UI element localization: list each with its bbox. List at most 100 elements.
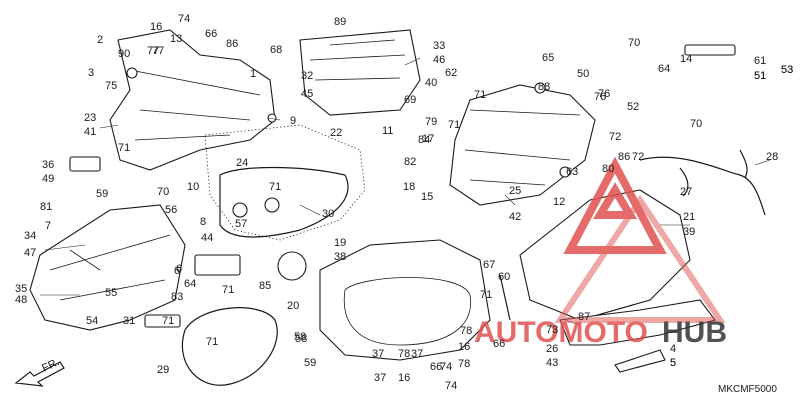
part-callout-78: 12: [553, 196, 565, 208]
gasket-ring: [181, 307, 278, 386]
part-callout-89: 4: [670, 343, 676, 355]
part-callout-23: 24: [236, 157, 248, 169]
part-callout-25: 41: [84, 126, 96, 138]
part-callout-11: 68: [270, 44, 282, 56]
part-callout-75: 42: [509, 211, 521, 223]
part-callout-93: 78: [460, 325, 472, 337]
part-callout-44: 59: [96, 188, 108, 200]
gasket: [277, 251, 307, 281]
part-callout-111: 71: [480, 289, 492, 301]
part-callout-113: 71: [162, 315, 174, 327]
part-callout-97: 16: [458, 341, 470, 353]
part-callout-112: 71: [448, 119, 460, 131]
watermark-logo: AUTOMOTO HUB: [474, 156, 727, 349]
diagram-code: MKCMF5000: [718, 384, 777, 395]
part-callout-41: 36: [42, 159, 54, 171]
part-callout-86: 26: [546, 343, 558, 355]
part-callout-88: 87: [578, 311, 590, 323]
part-callout-98: 6: [174, 265, 180, 277]
part-callout-91: 67: [483, 259, 495, 271]
part-callout-117: 80: [602, 163, 614, 175]
part-callout-17: 62: [445, 67, 457, 79]
part-callout-29: 79: [425, 116, 437, 128]
part-callout-115: 70: [690, 118, 702, 130]
part-callout-50: 34: [24, 230, 36, 242]
part-callout-3: 66: [205, 28, 217, 40]
part-callout-103: 16: [398, 372, 410, 384]
part-callout-13: 33: [433, 40, 445, 52]
part-callout-12: 89: [334, 16, 346, 28]
mount-plate: [194, 254, 241, 276]
part-callout-109: 71: [269, 181, 281, 193]
part-callout-100: 37: [372, 348, 384, 360]
part-callout-30: 84: [418, 134, 430, 146]
watermark-word-a: AUTOMOTO: [474, 316, 648, 349]
part-callout-63: 85: [259, 280, 271, 292]
part-callout-34: 64: [658, 63, 670, 75]
part-callout-47: 7: [45, 220, 51, 232]
part-callout-53: 48: [15, 294, 27, 306]
part-callout-106: 59: [304, 357, 316, 369]
part-callout-7: 77: [147, 45, 159, 57]
part-callout-51: 47: [24, 247, 36, 259]
part-callout-45: 70: [157, 186, 169, 198]
part-callout-82: 27: [680, 186, 692, 198]
emblem: [684, 44, 736, 56]
part-callout-73: 15: [421, 191, 433, 203]
part-callout-102: 74: [445, 380, 457, 392]
part-callout-77: 63: [566, 166, 578, 178]
seal-cord: [219, 166, 349, 238]
part-callout-69: 57: [235, 218, 247, 230]
part-callout-24: 23: [84, 112, 96, 124]
part-callout-65: 29: [157, 364, 169, 376]
part-callout-26: 22: [330, 127, 342, 139]
front-arrow-icon: [14, 361, 65, 387]
part-callout-32: 50: [577, 68, 589, 80]
part-callout-21: 1: [250, 68, 256, 80]
part-callout-90: 5: [670, 357, 676, 369]
case-inner: [319, 239, 491, 361]
part-callout-15: 32: [301, 70, 313, 82]
part-callout-119: 51: [754, 70, 766, 82]
part-callout-39: 52: [627, 101, 639, 113]
part-callout-101: 66: [430, 361, 442, 373]
part-callout-40: 73: [546, 324, 558, 336]
wire-harness: [639, 156, 766, 216]
part-callout-33: 61: [754, 55, 766, 67]
part-callout-27: 11: [382, 125, 393, 137]
damper: [499, 274, 511, 321]
part-callout-49: 8: [200, 216, 206, 228]
part-callout-80: 86: [618, 151, 630, 163]
part-callout-28: 69: [404, 94, 416, 106]
part-callout-70: 17: [422, 133, 434, 145]
part-callout-4: 13: [170, 33, 182, 45]
washer: [559, 166, 571, 178]
part-callout-99: 77: [152, 45, 164, 57]
bracket-plate: [144, 314, 181, 328]
part-callout-118: 5: [670, 357, 676, 369]
upper-tray: [299, 29, 421, 116]
part-callout-72: 18: [403, 181, 415, 193]
part-callout-116: 72: [632, 151, 644, 163]
part-callout-107: 71: [118, 142, 130, 154]
frame-bracket: [109, 29, 276, 171]
part-callout-59: 64: [184, 278, 196, 290]
part-callout-31: 71: [474, 89, 486, 101]
part-callout-46: 81: [40, 201, 52, 213]
part-callout-71: 82: [404, 156, 416, 168]
part-callout-20: 70: [628, 37, 640, 49]
part-callout-66: 58: [295, 333, 307, 345]
part-callout-104: 37: [374, 372, 386, 384]
part-callout-105: 58: [294, 331, 306, 343]
part-callout-8: 86: [226, 38, 238, 50]
part-callout-110: 71: [206, 336, 218, 348]
part-callout-96: 74: [440, 361, 452, 373]
part-callout-1: 16: [150, 21, 162, 33]
part-callout-14: 46: [433, 54, 445, 66]
grommet: [264, 197, 280, 213]
part-callout-10: 75: [105, 80, 117, 92]
saddlebag-lid: [449, 84, 596, 206]
part-callout-83: 21: [683, 211, 695, 223]
